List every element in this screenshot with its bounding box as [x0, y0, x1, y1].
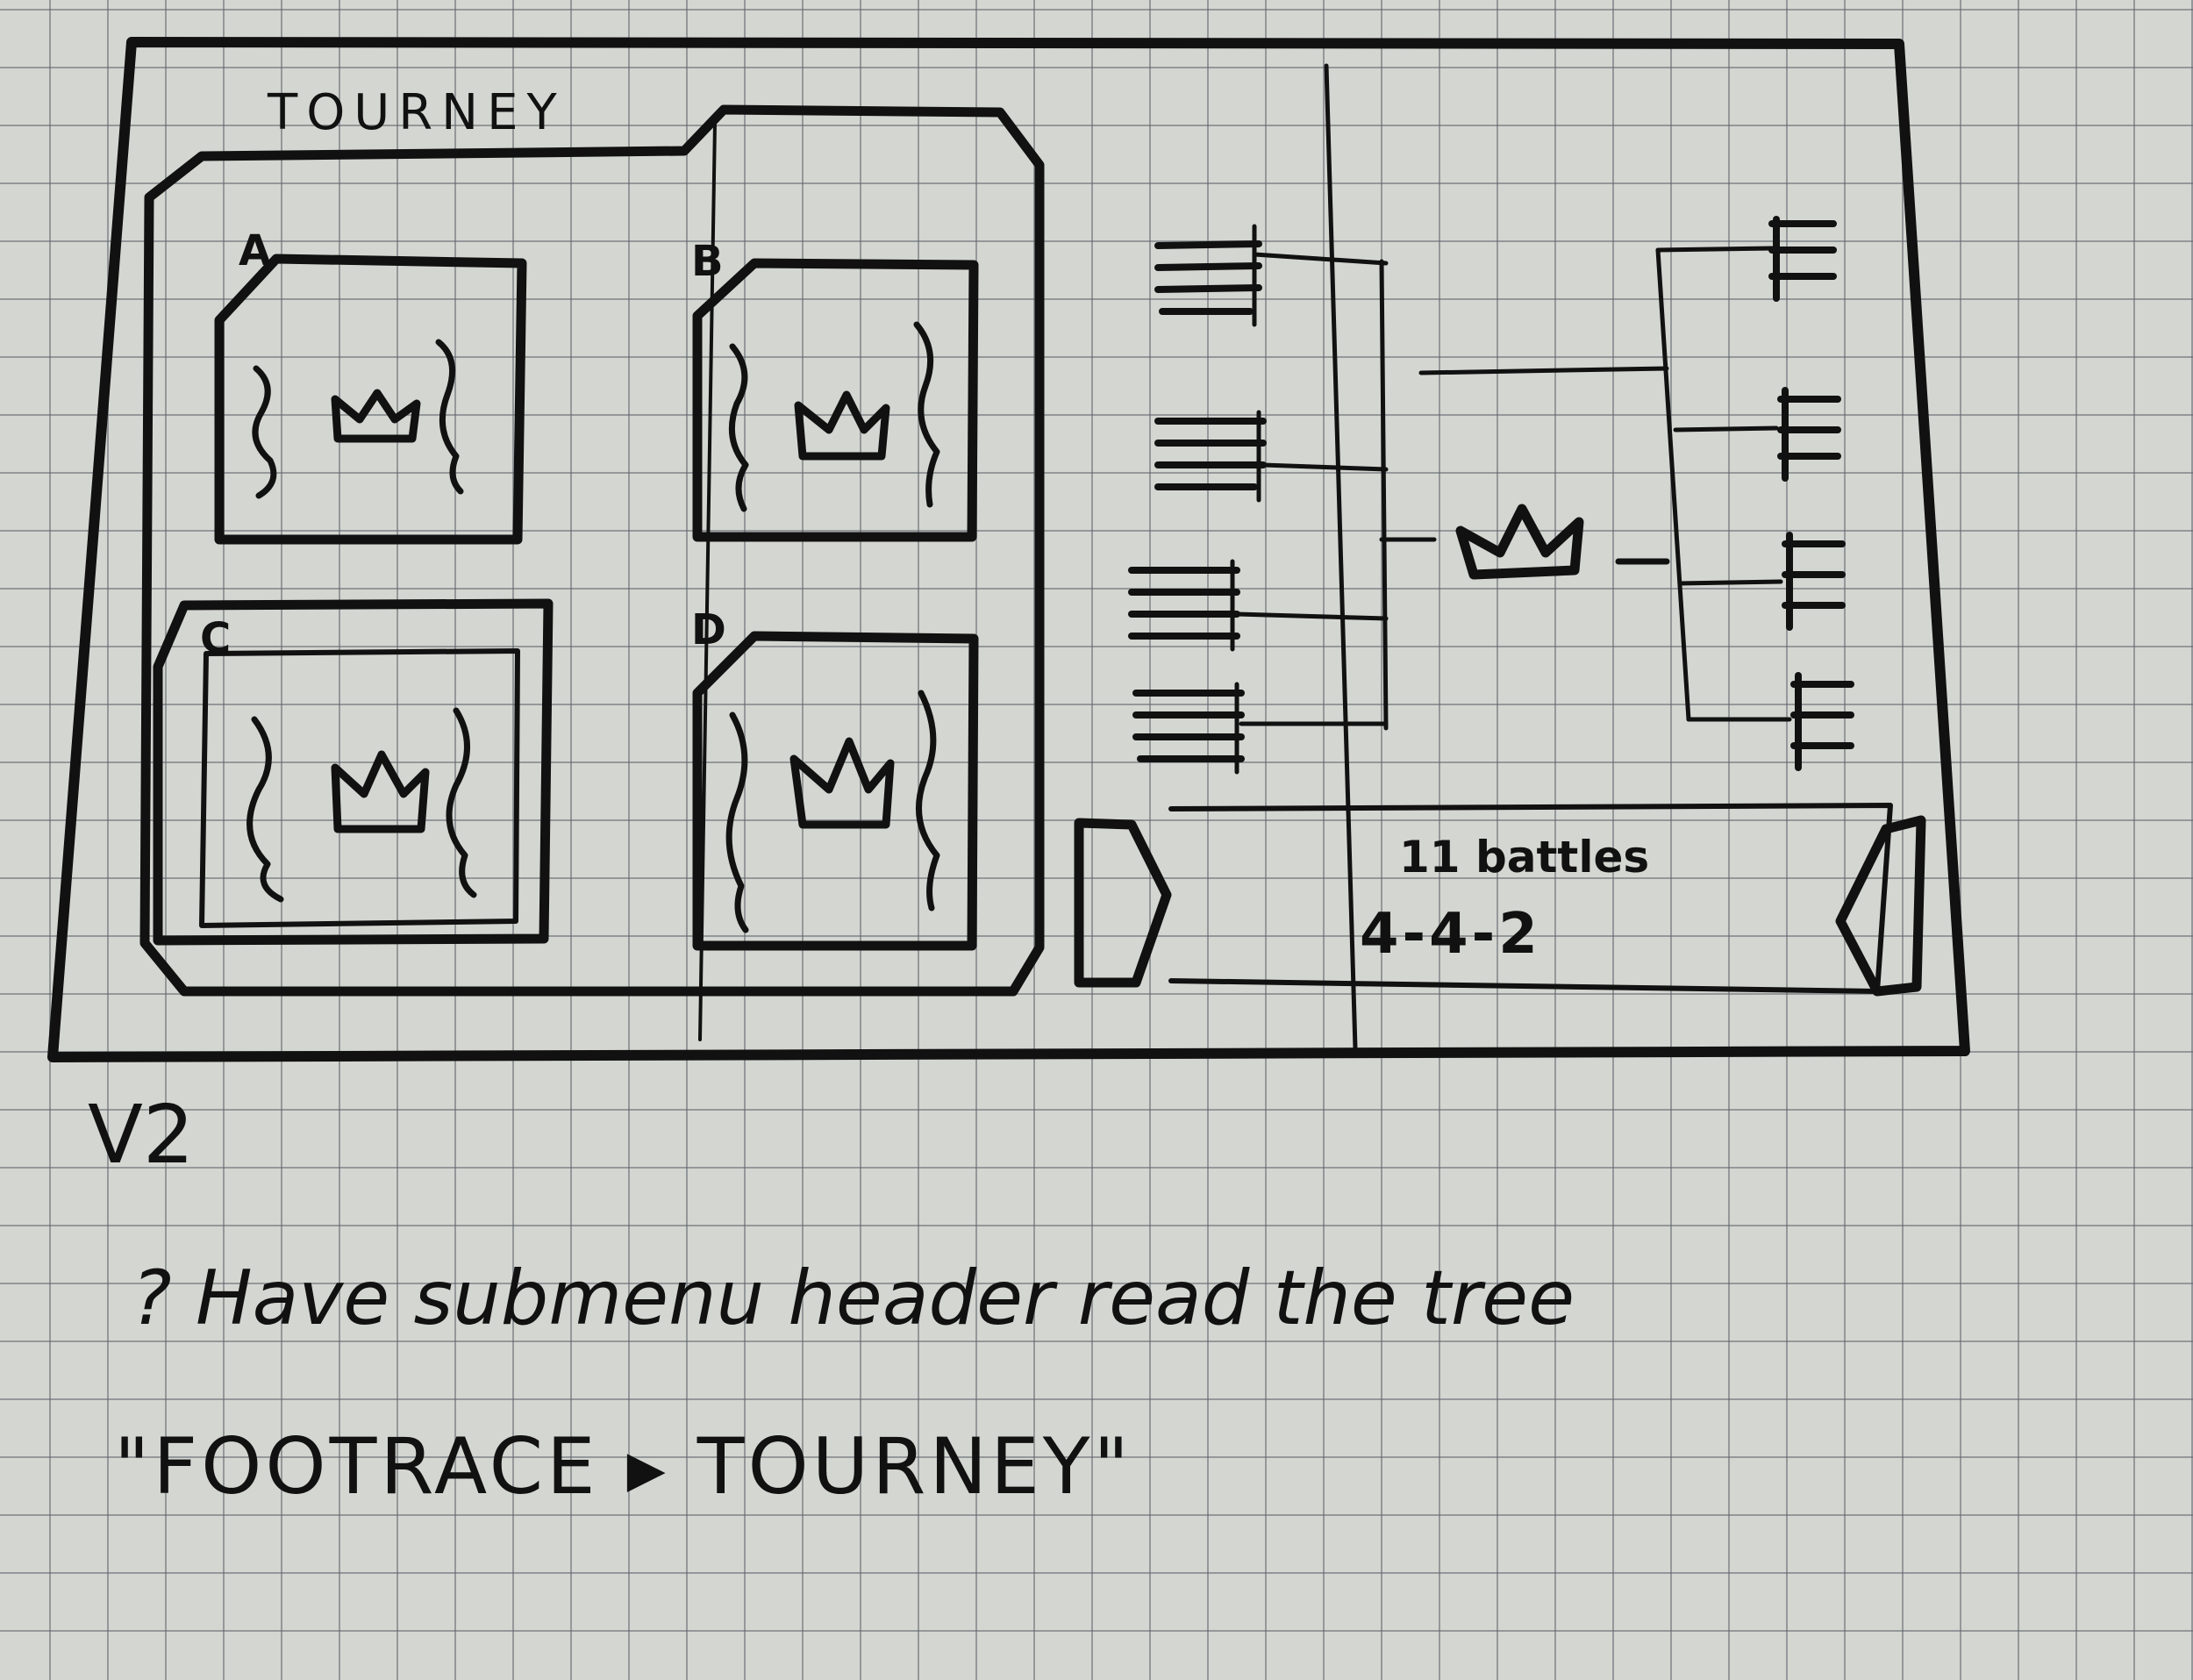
section-divider — [1324, 63, 1358, 1051]
version-label: V2 — [88, 1088, 195, 1182]
bracket-right — [1418, 216, 1854, 771]
bracket-left — [1128, 224, 1437, 775]
slot-d-label: D — [691, 605, 726, 654]
slot-d-card[interactable] — [692, 631, 979, 951]
menu-title: TOURNEY — [268, 84, 566, 141]
slot-b-label: B — [691, 237, 724, 286]
slot-a-label: A — [239, 226, 272, 275]
crown-icon — [789, 737, 895, 829]
battles-count: 11 battles — [1399, 832, 1650, 883]
slot-c-card[interactable] — [153, 598, 554, 946]
slot-c-label: C — [200, 614, 232, 663]
info-box — [1168, 803, 1893, 994]
battles-split: 4-4-2 — [1360, 902, 1541, 967]
crown-icon — [794, 390, 890, 461]
design-note: ? Have submenu header read the tree — [132, 1255, 1575, 1342]
slot-b-card[interactable] — [692, 258, 979, 542]
crown-icon — [331, 750, 430, 833]
arrow-left-icon[interactable] — [1074, 818, 1172, 988]
screen-frame — [47, 37, 1970, 1062]
design-note-quote: "FOOTRACE ▸ TOURNEY" — [114, 1421, 1133, 1512]
crown-icon — [1455, 504, 1584, 580]
arrow-right-icon[interactable] — [1835, 815, 1926, 997]
tourney-panel — [139, 104, 1045, 1041]
slot-a-card[interactable] — [214, 254, 527, 545]
crown-icon — [331, 389, 421, 443]
